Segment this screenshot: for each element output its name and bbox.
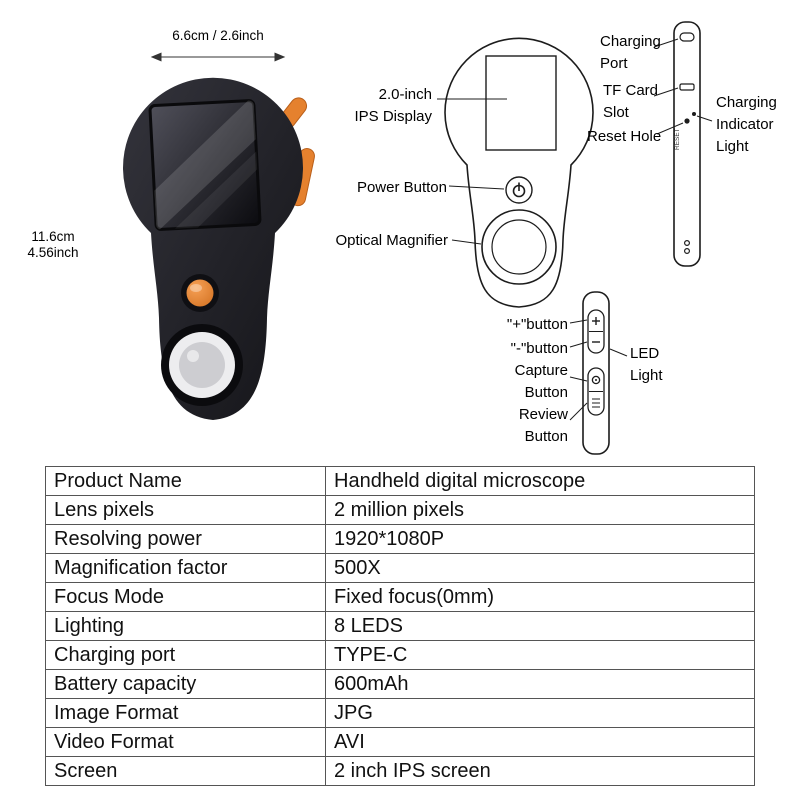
power-icon xyxy=(512,182,526,198)
table-row: Focus Mode Fixed focus(0mm) xyxy=(45,582,755,612)
label-ips-display: 2.0-inch IPS Display xyxy=(332,84,432,128)
leader-lines xyxy=(437,38,713,421)
photo-power-button xyxy=(181,274,219,312)
spec-name-cell: Product Name xyxy=(45,466,326,496)
label-optical-magnifier: Optical Magnifier xyxy=(335,232,448,249)
spec-name-cell: Lighting xyxy=(45,611,326,641)
table-row: Magnification factor 500X xyxy=(45,553,755,583)
label-line: Light xyxy=(630,367,663,384)
spec-value-cell: AVI xyxy=(325,727,755,757)
height-cm: 11.6cm xyxy=(31,229,75,244)
label-line: Button xyxy=(524,384,568,401)
spec-value-cell: JPG xyxy=(325,698,755,728)
spec-name-cell: Lens pixels xyxy=(45,495,326,525)
label-line: Review xyxy=(518,406,568,423)
spec-value-cell: 2 million pixels xyxy=(325,495,755,525)
table-row: Battery capacity 600mAh xyxy=(45,669,755,699)
right-side-view-diagram: RESET xyxy=(673,21,701,267)
width-dimension-arrow xyxy=(150,52,286,62)
table-row: Lens pixels 2 million pixels xyxy=(45,495,755,525)
label-line: Port xyxy=(600,55,628,72)
label-line: Button xyxy=(524,428,568,445)
table-row: Image Format JPG xyxy=(45,698,755,728)
label-line: LED xyxy=(630,345,660,362)
buttons-side-view-diagram xyxy=(582,291,610,455)
label-review-button: Review Button xyxy=(490,404,568,448)
label-charging-indicator: Charging Indicator Light xyxy=(716,92,788,158)
charging-port-icon xyxy=(679,32,695,42)
spec-name-cell: Video Format xyxy=(45,727,326,757)
label-tf-card-slot: TF Card Slot xyxy=(603,80,665,124)
table-row: Screen 2 inch IPS screen xyxy=(45,756,755,786)
table-row: Product Name Handheld digital microscope xyxy=(45,466,755,496)
label-line: Light xyxy=(716,138,749,155)
spec-name-cell: Screen xyxy=(45,756,326,786)
plus-button-icon xyxy=(592,317,600,325)
table-row: Lighting 8 LEDS xyxy=(45,611,755,641)
capture-button-icon xyxy=(591,375,601,385)
magnifier-inner-circle xyxy=(491,219,547,275)
photo-lens xyxy=(161,324,243,406)
spec-name-cell: Magnification factor xyxy=(45,553,326,583)
label-plus-button: "+"button xyxy=(506,316,568,333)
label-line: TF Card xyxy=(603,82,659,99)
label-line: IPS Display xyxy=(354,108,432,125)
label-capture-button: Capture Button xyxy=(490,360,568,404)
spec-value-cell: 600mAh xyxy=(325,669,755,699)
height-inch: 4.56inch xyxy=(27,245,79,260)
spec-value-cell: 2 inch IPS screen xyxy=(325,756,755,786)
spec-name-cell: Battery capacity xyxy=(45,669,326,699)
width-dimension-label: 6.6cm / 2.6inch xyxy=(172,28,264,43)
label-line: Charging xyxy=(716,94,777,111)
screen-outline xyxy=(485,55,557,151)
spec-value-cell: TYPE-C xyxy=(325,640,755,670)
label-charging-port: Charging Port xyxy=(600,31,662,75)
spec-value-cell: Handheld digital microscope xyxy=(325,466,755,496)
spec-value-cell: 500X xyxy=(325,553,755,583)
label-power-button: Power Button xyxy=(356,179,447,196)
label-line: Charging xyxy=(600,33,661,50)
reset-hole-icon xyxy=(684,118,690,124)
spec-name-cell: Resolving power xyxy=(45,524,326,554)
spec-value-cell: Fixed focus(0mm) xyxy=(325,582,755,612)
table-row: Charging port TYPE-C xyxy=(45,640,755,670)
spec-table: Product Name Handheld digital microscope… xyxy=(45,466,755,786)
spec-name-cell: Focus Mode xyxy=(45,582,326,612)
line-diagrams: RESET xyxy=(150,21,713,455)
label-line: Indicator xyxy=(716,116,774,133)
tf-card-slot-icon xyxy=(679,83,695,91)
reset-marking: RESET xyxy=(674,128,681,150)
label-minus-button: "-"button xyxy=(510,340,568,357)
label-line: 2.0-inch xyxy=(378,86,432,103)
front-view-diagram xyxy=(444,37,594,308)
spec-value-cell: 1920*1080P xyxy=(325,524,755,554)
table-row: Resolving power 1920*1080P xyxy=(45,524,755,554)
indicator-led-icon xyxy=(692,112,696,116)
spec-name-cell: Image Format xyxy=(45,698,326,728)
lanyard-holes-icon xyxy=(683,240,690,255)
label-led-light: LED Light xyxy=(630,343,682,387)
product-photo xyxy=(123,77,315,421)
label-line: Capture xyxy=(514,362,568,379)
label-line: Slot xyxy=(603,104,629,121)
review-button-icon xyxy=(592,398,600,408)
spec-name-cell: Charging port xyxy=(45,640,326,670)
spec-value-cell: 8 LEDS xyxy=(325,611,755,641)
label-reset-hole: Reset Hole xyxy=(587,128,662,145)
height-dimension-label: 11.6cm 4.56inch xyxy=(22,229,84,261)
photo-screen xyxy=(148,99,262,231)
table-row: Video Format AVI xyxy=(45,727,755,757)
